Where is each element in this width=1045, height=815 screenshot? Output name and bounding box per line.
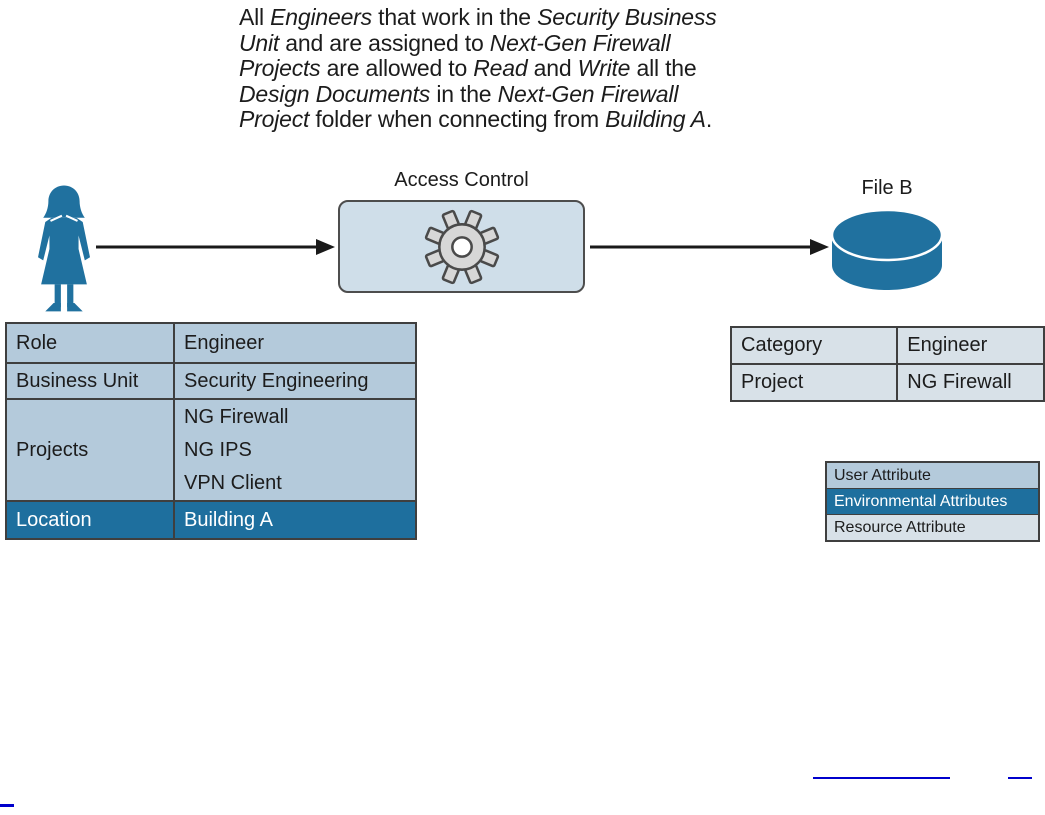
- user-attribute-row-label: Location: [5, 500, 175, 540]
- access-control-label: Access Control: [394, 169, 529, 191]
- woman-user-icon: [38, 185, 90, 312]
- user-attribute-row-value: Engineer: [173, 322, 417, 364]
- link-underline-short[interactable]: [1008, 777, 1032, 779]
- user-attribute-row-value: Security Engineering: [173, 362, 417, 400]
- resource-attribute-row-label: Project: [729, 363, 899, 402]
- right-arrow: [590, 239, 829, 255]
- access-control-box: [338, 200, 585, 293]
- link-underline-long[interactable]: [813, 777, 950, 779]
- link-underline-corner[interactable]: [0, 804, 14, 807]
- legend-item-user: User Attribute: [827, 463, 1038, 488]
- user-attribute-row-value: Building A: [173, 500, 417, 540]
- database-cylinder-icon: [830, 208, 944, 290]
- user-attribute-row-label: Business Unit: [5, 362, 175, 400]
- resource-attribute-row-value: Engineer: [896, 326, 1045, 365]
- policy-text: All Engineers that work in the Security …: [239, 4, 717, 132]
- resource-attribute-row-value: NG Firewall: [896, 363, 1045, 402]
- user-attribute-row-label: Projects: [5, 398, 175, 502]
- legend-item-resource: Resource Attribute: [827, 514, 1038, 540]
- legend-item-environmental: Environmental Attributes: [827, 488, 1038, 514]
- gear-icon: [424, 209, 499, 284]
- right-arrow: [96, 239, 335, 255]
- resource-attribute-row-label: Category: [729, 326, 899, 365]
- user-attribute-row-label: Role: [5, 322, 175, 364]
- file-b-label: File B: [861, 177, 913, 199]
